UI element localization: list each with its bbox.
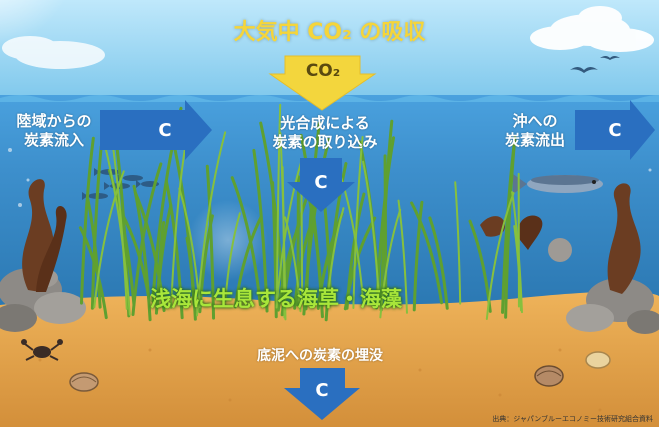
- co2-arrow-label: CO₂: [305, 61, 341, 81]
- seabed-sand: [0, 291, 659, 427]
- seagrass-blade: [300, 186, 304, 303]
- sediment-burial-carbon: C: [315, 380, 329, 401]
- seagrass-blade: [79, 136, 95, 305]
- sand-texture: [38, 348, 602, 412]
- seagrass-blade: [205, 164, 216, 320]
- seagrass-blade: [230, 176, 262, 306]
- seagrass-blade: [293, 225, 312, 310]
- offshore-outflow-label: 沖への 炭素流出: [504, 112, 565, 149]
- seagrass-blade: [93, 170, 125, 309]
- seagrass-blade: [412, 200, 424, 312]
- seagrass-blade: [252, 148, 269, 313]
- seagrass-blade: [119, 209, 151, 303]
- seagrass-blade: [86, 197, 102, 309]
- seagrass-blade: [100, 131, 131, 316]
- seagrass-blade: [275, 103, 282, 303]
- seagrass-blade: [196, 131, 227, 317]
- land-inflow-carbon: C: [158, 120, 172, 141]
- land-inflow-arrow: [100, 100, 212, 160]
- seagrass-bed: [78, 106, 517, 322]
- large-fish: [513, 174, 603, 194]
- photosynthesis-carbon: C: [314, 172, 328, 193]
- source-credit: 出典：ジャパンブルーエコノミー技術研究組合資料: [492, 415, 653, 423]
- seagrass-blade: [178, 187, 201, 309]
- birds: [570, 56, 620, 73]
- photosynthesis-arrow: [287, 158, 355, 212]
- seagrass-blade: [233, 215, 263, 309]
- seagrass-blade: [501, 136, 517, 314]
- photosynthesis-label: 光合成による 炭素の取り込み: [272, 114, 378, 151]
- seagrass-blade: [131, 162, 163, 316]
- seagrass-blade: [224, 212, 241, 302]
- seagrass-blade: [154, 203, 173, 315]
- seagrass-blade: [326, 207, 345, 308]
- seagrass-blade: [352, 135, 364, 310]
- seagrass-blade: [198, 214, 214, 314]
- seagrass-blade: [275, 161, 302, 309]
- land-inflow-label: 陸域からの 炭素流入: [16, 112, 92, 149]
- offshore-outflow-arrow: [575, 100, 655, 160]
- seagrass-blade: [343, 216, 377, 311]
- co2-absorption-arrow: [268, 55, 377, 111]
- seagrass-blade: [511, 191, 523, 314]
- cloud-right: [530, 6, 654, 52]
- seagrass-blade: [90, 145, 103, 310]
- seagrass-blade: [485, 192, 515, 320]
- seagrass-blade: [170, 144, 187, 309]
- seagrass-blade: [379, 208, 402, 319]
- cloud-left: [2, 36, 105, 69]
- offshore-outflow-carbon: C: [608, 120, 622, 141]
- rocks-right: [548, 238, 659, 334]
- seagrass-blade: [397, 199, 408, 314]
- seagrass-blade: [78, 226, 108, 320]
- seagrass-blade: [362, 160, 380, 303]
- kelp-right: [480, 183, 641, 294]
- seagrass-blade: [259, 121, 286, 313]
- kelp-left: [22, 179, 67, 292]
- seagrass-blade: [133, 191, 166, 313]
- seagrass-blade: [279, 132, 287, 321]
- crab: [21, 339, 63, 361]
- diagram-title: 大気中 CO₂ の吸収: [233, 20, 426, 45]
- burial-arrow: [284, 368, 360, 420]
- seaweed-caption: 浅海に生息する海草・海藻: [150, 287, 402, 311]
- seagrass-blade: [454, 181, 462, 305]
- sediment-burial-label: 底泥への炭素の埋没: [257, 348, 383, 364]
- seagrass-blade: [185, 236, 197, 321]
- clams: [69, 351, 611, 392]
- seagrass-blade: [428, 216, 449, 310]
- seagrass-blade: [410, 201, 444, 305]
